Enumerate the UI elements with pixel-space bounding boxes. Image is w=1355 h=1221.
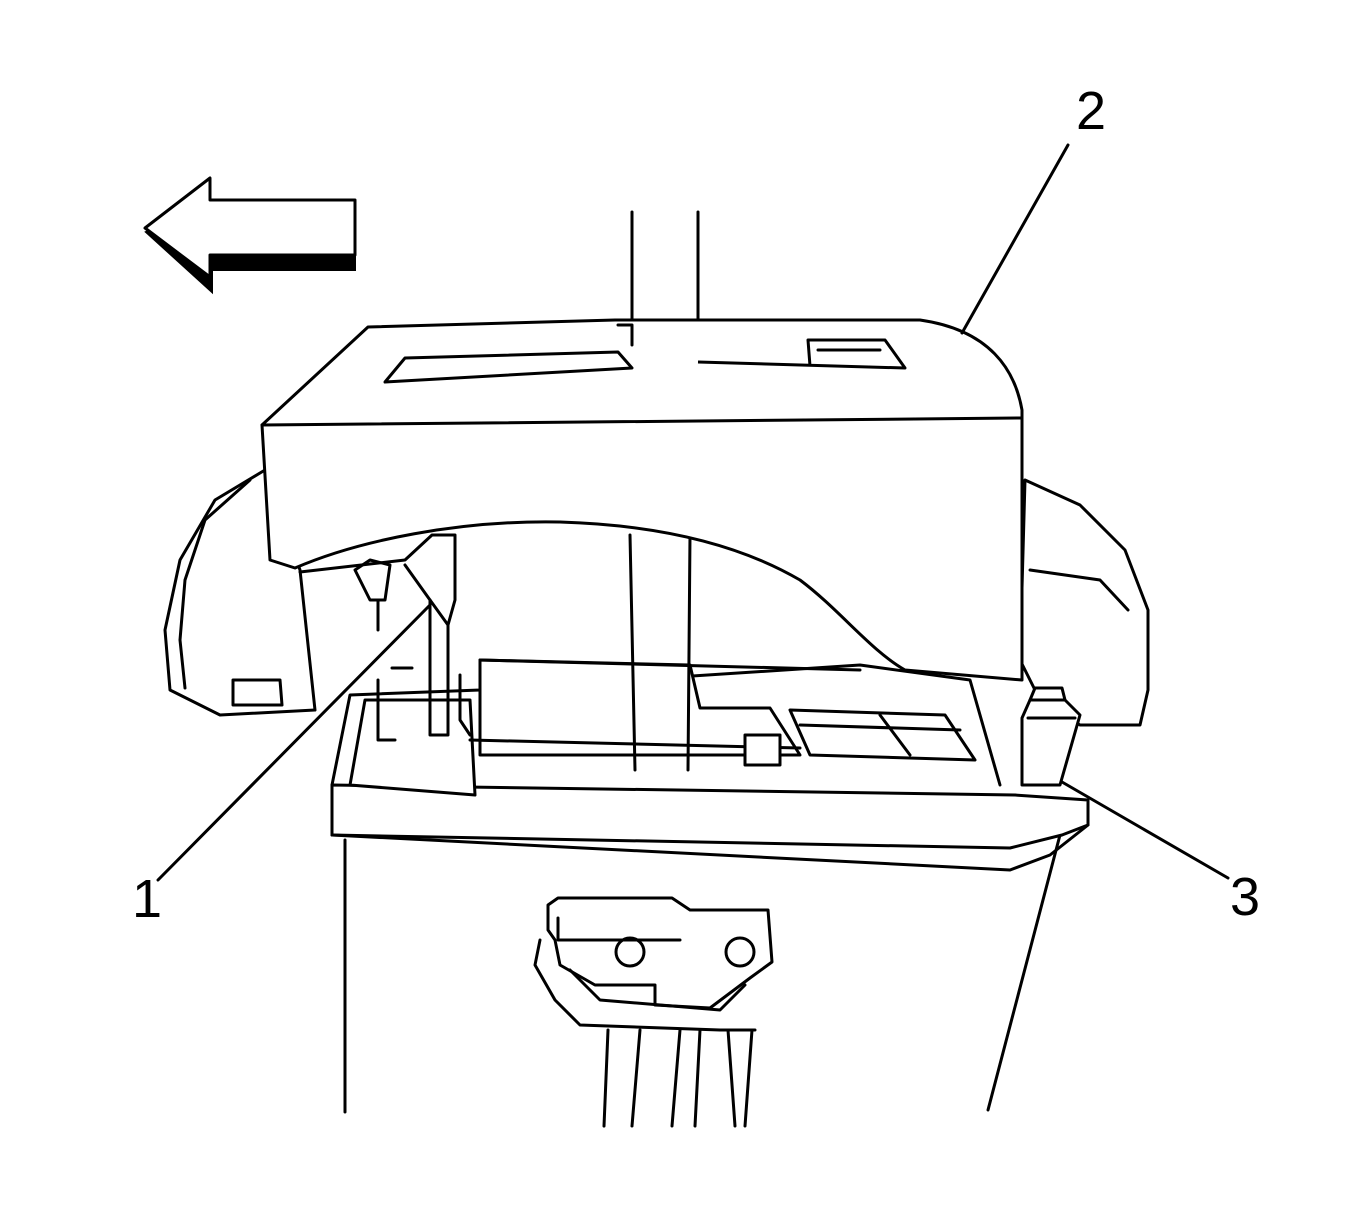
arrow-left-icon	[143, 176, 357, 295]
leader-line-3	[1060, 780, 1230, 880]
leader-lines	[156, 143, 1230, 882]
retainer-tab	[1020, 686, 1082, 787]
shift-cover	[260, 318, 1024, 682]
lower-mechanism	[533, 896, 774, 1128]
callout-1: 1	[132, 869, 163, 929]
retaining-clip	[298, 533, 472, 742]
callout-3: 3	[1230, 867, 1261, 927]
console-body	[330, 783, 1090, 1114]
callout-2: 2	[1076, 81, 1107, 141]
leader-line-1	[156, 603, 432, 882]
console-cavity	[330, 658, 1002, 797]
side-trim-right	[1018, 478, 1150, 727]
leader-line-2	[960, 143, 1070, 335]
